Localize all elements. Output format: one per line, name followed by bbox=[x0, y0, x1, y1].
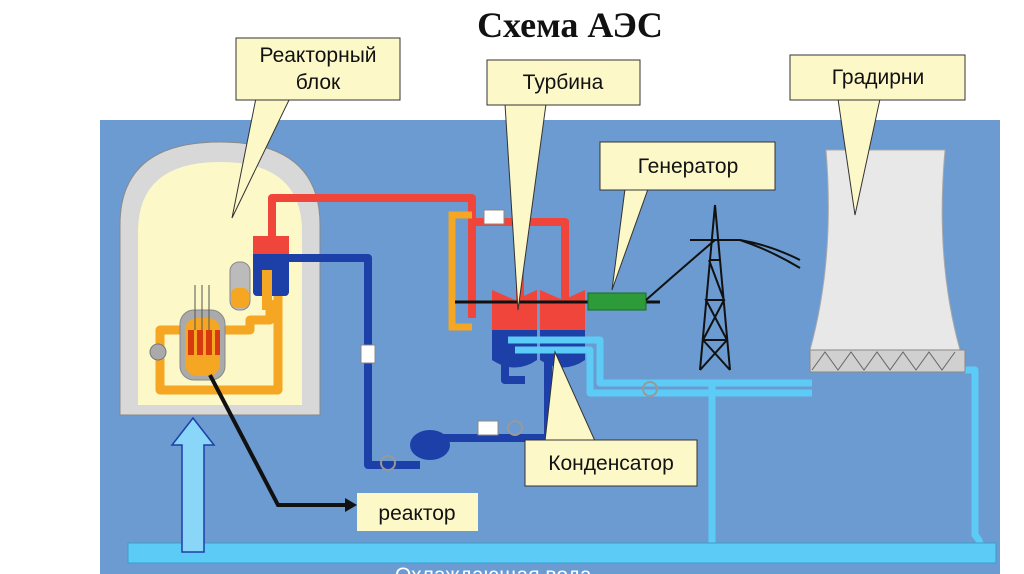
diagram-title: Схема АЭС bbox=[477, 5, 663, 45]
callout-cooling-towers: Градирни bbox=[789, 54, 966, 216]
intake-arrow bbox=[170, 416, 216, 553]
svg-text:Генератор: Генератор bbox=[638, 155, 739, 178]
valve-feedwater bbox=[360, 344, 376, 364]
cooling-tower bbox=[809, 149, 966, 373]
svg-text:Конденсатор: Конденсатор bbox=[548, 452, 674, 475]
svg-text:реактор: реактор bbox=[378, 502, 455, 525]
callout-turbine: Турбина bbox=[486, 59, 641, 311]
power-pylon bbox=[645, 204, 801, 371]
callout-reactor-block: Реакторный блок bbox=[231, 37, 401, 219]
svg-text:Градирни: Градирни bbox=[832, 66, 925, 89]
callout-reactor: реактор bbox=[357, 493, 478, 531]
svg-text:блок: блок bbox=[296, 71, 341, 94]
primary-pump bbox=[149, 343, 167, 361]
cooling-water-channel bbox=[127, 542, 997, 564]
svg-text:Реакторный: Реакторный bbox=[259, 44, 376, 67]
callout-condenser: Конденсатор bbox=[524, 350, 698, 487]
feed-pump bbox=[410, 430, 450, 460]
reactor-vessel bbox=[179, 285, 226, 381]
svg-text:Турбина: Турбина bbox=[523, 71, 604, 94]
callout-generator: Генератор bbox=[599, 141, 776, 291]
generator bbox=[587, 292, 647, 311]
steam-generator bbox=[253, 236, 289, 310]
cooling-water-label: Охлаждающая вода bbox=[395, 564, 592, 574]
valve-condensate bbox=[477, 420, 499, 436]
reheater-loop bbox=[448, 211, 472, 331]
valve-steam bbox=[483, 209, 505, 225]
reactor-pointer bbox=[208, 374, 345, 507]
